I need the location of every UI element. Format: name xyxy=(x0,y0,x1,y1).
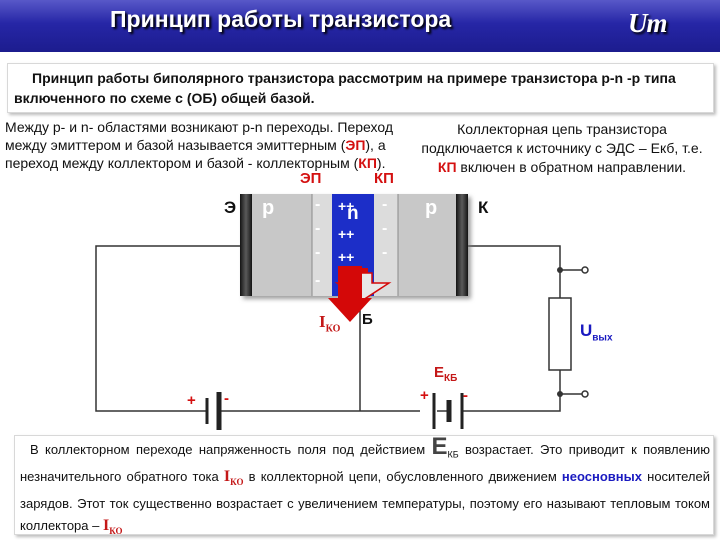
right-text-ekb: Eкб xyxy=(650,140,675,156)
output-terminal-top xyxy=(581,266,589,274)
slide-title: Принцип работы транзистора xyxy=(110,6,452,32)
iko-inline: IКО xyxy=(223,467,244,487)
title-bar: Принцип работы транзистора Um xyxy=(0,0,720,52)
emitter-wire xyxy=(95,245,242,412)
collector-battery xyxy=(432,393,464,429)
collector-terminal xyxy=(456,194,468,296)
transistor-body xyxy=(240,194,468,296)
minority-carriers-text: неосновных xyxy=(561,468,642,484)
p-right-label: p xyxy=(425,197,438,219)
left-text-part2: ), а переход между коллектором и базой -… xyxy=(5,137,386,171)
logo: Um xyxy=(628,8,667,38)
collector-battery-minus: - xyxy=(463,387,468,404)
charge-plus: ++ xyxy=(338,226,355,242)
uvyx-label: Uвых xyxy=(580,321,613,344)
circuit-wires xyxy=(95,245,582,412)
charge-plus: ++ xyxy=(338,249,355,265)
output-junction-top xyxy=(557,267,563,273)
charge-minus: - xyxy=(382,196,388,213)
iko-inline-end: IКО xyxy=(102,516,123,536)
p-region-left xyxy=(252,194,312,296)
emitter-battery-minus: - xyxy=(224,390,229,407)
charge-minus: - xyxy=(315,272,321,289)
emitter-junction-zone xyxy=(312,194,332,296)
ekb-label: EКБ xyxy=(434,364,458,384)
output-terminal-bottom xyxy=(581,390,589,398)
kp-label: КП xyxy=(374,170,394,187)
intro-text: Принцип работы биполярного транзистора р… xyxy=(14,70,676,106)
emitter-terminal xyxy=(240,194,252,296)
base-label: Б xyxy=(362,311,373,328)
charge-minus: - xyxy=(382,244,388,261)
reverse-current-arrow xyxy=(328,266,392,322)
emitter-battery xyxy=(205,392,222,430)
charge-minus: - xyxy=(315,220,321,237)
right-text-part1: Коллекторная цепь транзистора подключает… xyxy=(421,121,667,156)
junctions-description: Между p- и n- областями возникают p-n пе… xyxy=(5,118,400,172)
charge-plus: ++ xyxy=(338,198,355,214)
left-text-kp: КП xyxy=(358,155,377,171)
output-junction-bottom xyxy=(557,391,563,397)
p-left-label: p xyxy=(262,197,275,219)
charge-minus: - xyxy=(315,244,321,261)
right-text-part3: включен в обратном направлении. xyxy=(456,159,687,175)
explanation-box: В коллекторном переходе напряженность по… xyxy=(14,435,714,536)
charge-minus: - xyxy=(315,196,321,213)
ekb-inline: E xyxy=(431,433,448,460)
left-text-part1: Между p- и n- областями возникают p-n пе… xyxy=(5,119,394,153)
intro-box: Принцип работы биполярного транзистора р… xyxy=(7,63,714,113)
collector-battery-plus: + xyxy=(420,387,429,404)
left-text-ep: ЭП xyxy=(345,137,366,153)
emitter-label: Э xyxy=(224,198,237,217)
left-text-part3: ). xyxy=(376,155,386,171)
collector-junction-zone xyxy=(374,194,398,296)
ep-label: ЭП xyxy=(300,170,322,187)
n-base-label: n xyxy=(347,203,359,224)
right-text-part2: , т.е. xyxy=(674,140,703,156)
p-region-right xyxy=(398,194,456,296)
emitter-battery-plus: + xyxy=(187,392,196,409)
right-text-kp: КП xyxy=(437,159,457,175)
collector-circuit-description: Коллекторная цепь транзистора подключает… xyxy=(412,120,712,177)
iko-label: IКО xyxy=(319,312,341,335)
charge-minus: - xyxy=(382,220,388,237)
explanation-text: В коллекторном переходе напряженность по… xyxy=(20,433,710,536)
collector-wire xyxy=(462,245,561,412)
collector-label: К xyxy=(478,198,489,217)
load-resistor xyxy=(548,297,572,371)
